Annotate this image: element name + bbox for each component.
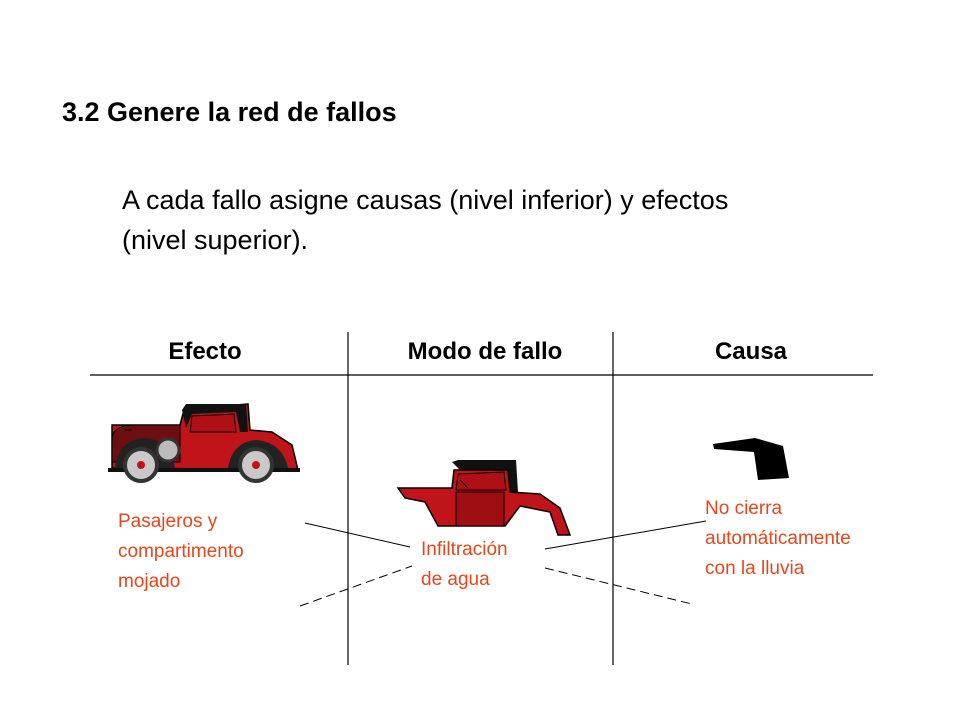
slide-title: 3.2 Genere la red de fallos (62, 97, 397, 127)
connector-cause-solid (544, 520, 707, 550)
cause-label-line: No cierra (705, 498, 783, 519)
effect-label-line: mojado (118, 571, 181, 592)
connector-effect-solid (304, 522, 411, 548)
effect-label: Pasajeros y compartimento mojado (118, 507, 244, 597)
header-cause: Causa (714, 338, 788, 365)
effect-label-line: Pasajeros y (118, 511, 218, 532)
connector-cause-dashed (544, 567, 693, 605)
failure-mode-label-line: Infiltración (421, 539, 508, 560)
full-car-icon (108, 403, 300, 483)
body-line-1: A cada fallo asigne causas (nivel inferi… (122, 185, 729, 215)
slide-body-text: A cada fallo asigne causas (nivel inferi… (122, 180, 882, 260)
cause-label-line: automáticamente (705, 528, 851, 549)
cause-label: No cierra automáticamente con la lluvia (705, 494, 851, 584)
connector-effect-dashed (299, 565, 413, 607)
failure-mode-label: Infiltración de agua (421, 535, 508, 595)
header-effect: Efecto (168, 338, 242, 365)
failure-mode-label-line: de agua (421, 569, 490, 590)
cause-label-line: con la lluvia (705, 558, 805, 579)
effect-label-line: compartimento (118, 541, 244, 562)
car-body-shell-icon (396, 460, 572, 536)
car-door-handle-icon (713, 438, 789, 480)
body-line-2: (nivel superior). (122, 225, 309, 255)
header-failure-mode: Modo de fallo (407, 338, 563, 365)
